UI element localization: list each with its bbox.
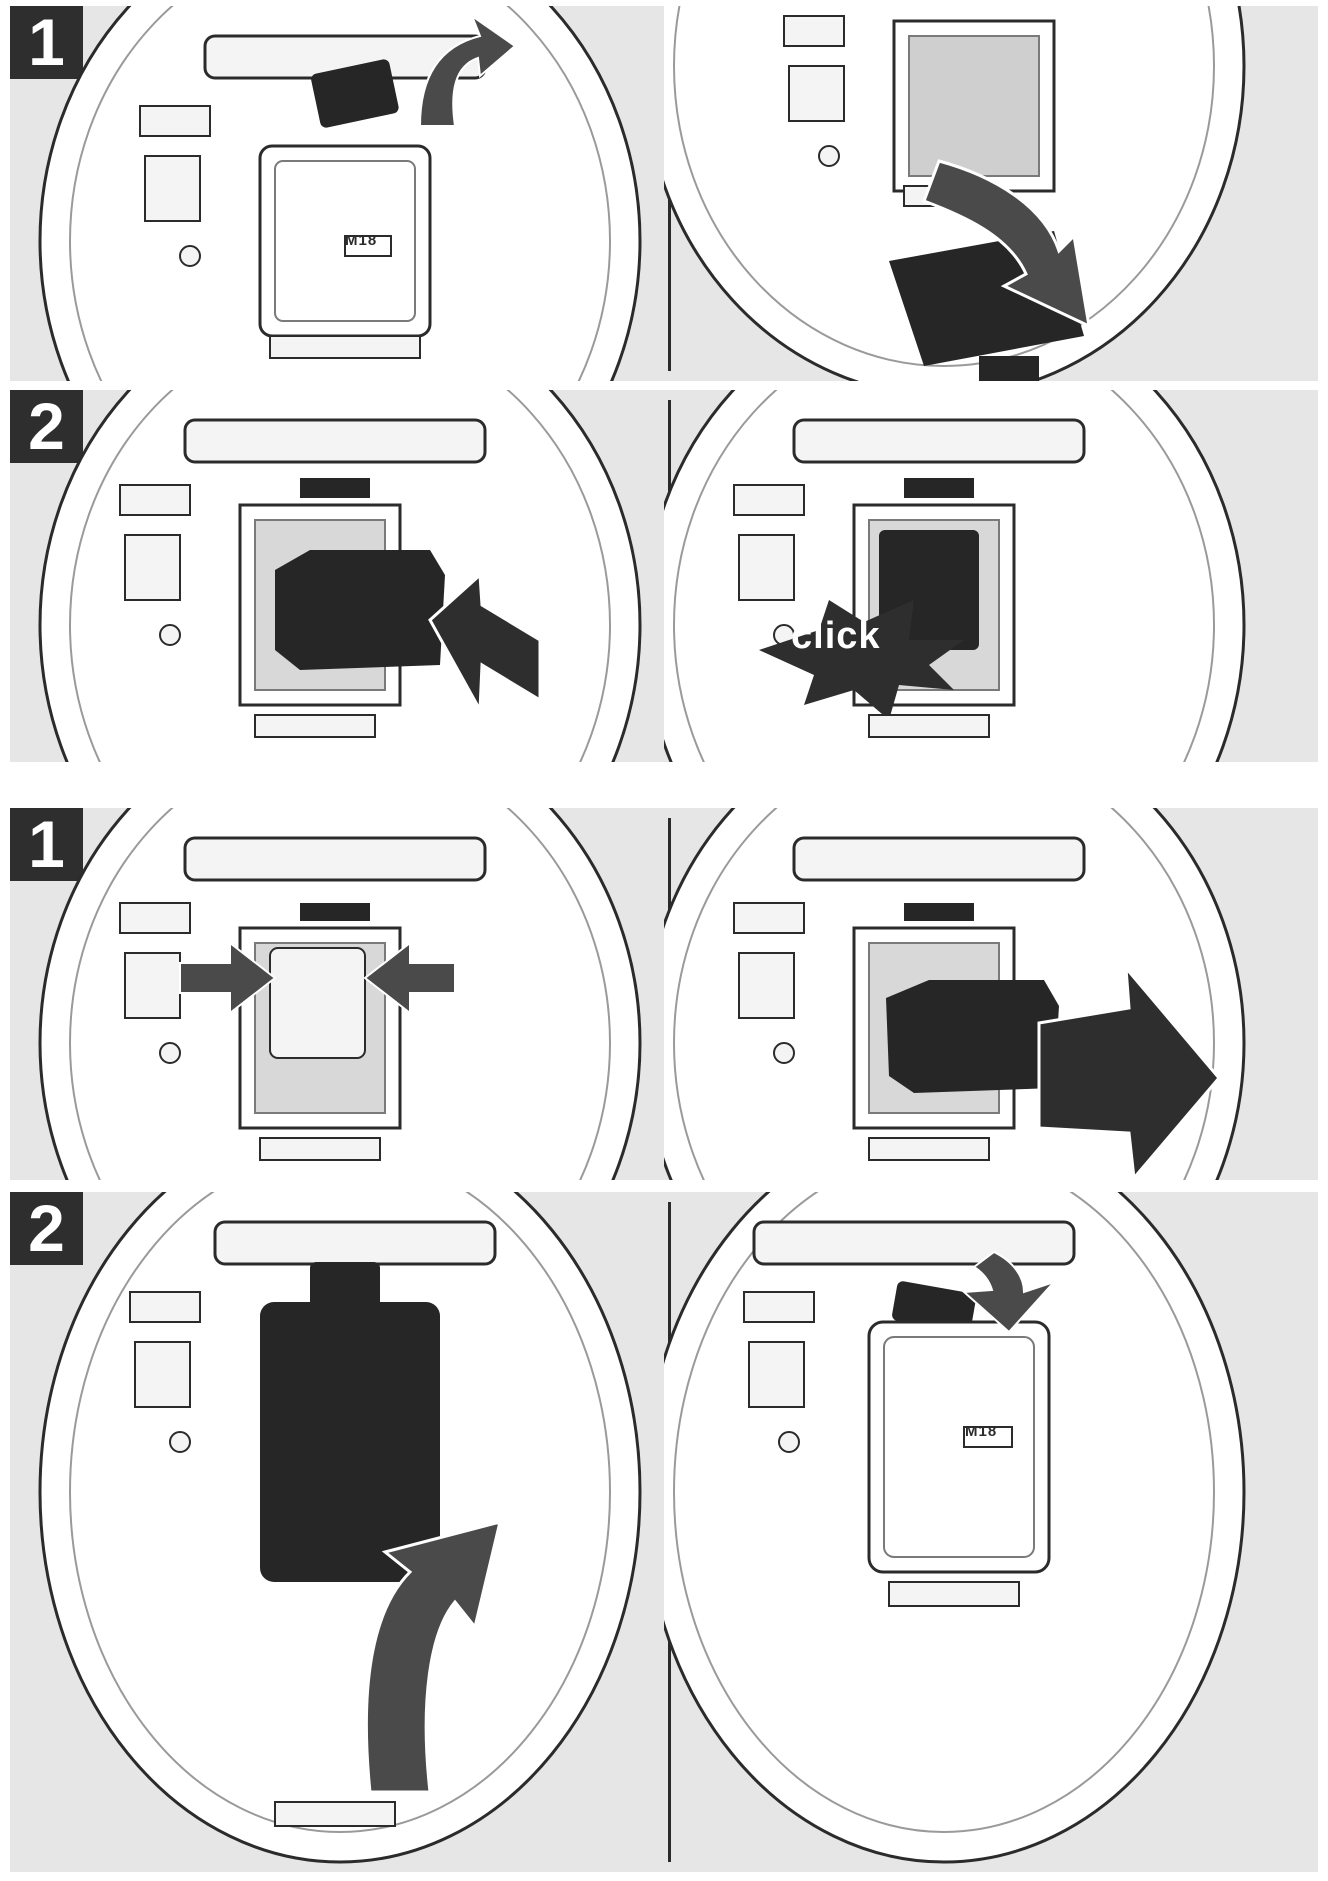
row-insert-step-1: 1 M18 [10,6,1318,381]
panel-cover-down [664,6,1318,381]
device-illustration [38,1192,642,1864]
device-illustration [664,808,1246,1180]
cover-logo-label: M18 [345,232,378,249]
step-number-badge: 1 [10,808,83,881]
step-number-badge: 2 [10,1192,83,1265]
row-remove-step-2: 2 [10,1192,1318,1872]
cover-logo-label: M18 [965,1423,998,1440]
device-illustration [664,390,1246,762]
click-label: click [791,615,881,657]
panel-lock-latch: M18 [664,1192,1318,1872]
device-illustration [664,6,1246,381]
device-illustration [38,6,642,381]
step-number-badge: 2 [10,390,83,463]
device-illustration [38,808,642,1180]
panel-press-release-buttons [10,808,664,1180]
device-illustration [38,390,642,762]
device-illustration [664,1192,1246,1864]
panel-pull-battery-out [664,808,1318,1180]
panel-push-battery-in [10,390,664,762]
panel-close-cover [10,1192,664,1872]
step-number-badge: 1 [10,6,83,79]
row-insert-step-2: 2 [10,390,1318,762]
row-remove-step-1: 1 [10,808,1318,1180]
panel-battery-click: click [664,390,1318,762]
panel-open-latch: M18 [10,6,664,381]
